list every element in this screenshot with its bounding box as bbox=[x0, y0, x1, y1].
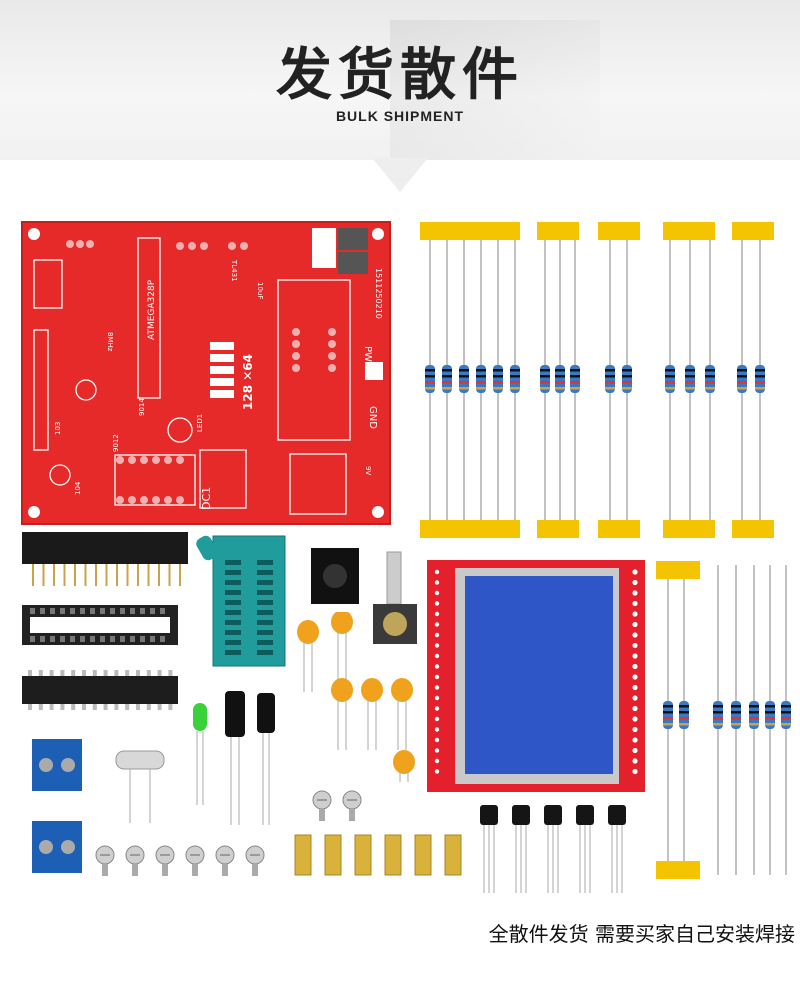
pcb-label-8mhz: 8MHz bbox=[106, 332, 114, 352]
screw-2 bbox=[125, 845, 145, 876]
pcb-label-104: 104 bbox=[74, 481, 82, 495]
pcb-label-9014: 9014 bbox=[138, 398, 146, 416]
led-and-capacitors bbox=[193, 691, 275, 825]
resistor-14 bbox=[705, 365, 715, 393]
screw-5 bbox=[215, 845, 235, 876]
pcb-label-103: 103 bbox=[54, 422, 62, 435]
resistor-9 bbox=[570, 365, 580, 393]
standoff-3 bbox=[354, 834, 372, 876]
ceramic-capacitor-3 bbox=[331, 678, 353, 750]
resistor-8 bbox=[555, 365, 565, 393]
resistor-group-1 bbox=[420, 222, 520, 538]
resistor-1 bbox=[425, 365, 435, 393]
page-title: 发货散件 bbox=[276, 43, 524, 108]
header-shadow bbox=[390, 20, 600, 160]
transistors bbox=[480, 805, 626, 893]
transistor-2 bbox=[512, 805, 530, 893]
pcb-label-mcu: ATMEGA328P bbox=[147, 279, 157, 340]
header-notch bbox=[372, 158, 428, 192]
resistor-16 bbox=[755, 365, 765, 393]
zif-socket bbox=[196, 535, 286, 667]
resistor-12 bbox=[665, 365, 675, 393]
resistor-11 bbox=[622, 365, 632, 393]
screw-1 bbox=[95, 845, 115, 876]
pcb-label-dc1: DC1 bbox=[200, 487, 213, 510]
ceramic-capacitor-4 bbox=[361, 678, 383, 750]
screw-7 bbox=[312, 790, 332, 821]
screw-8 bbox=[342, 790, 362, 821]
resistor-lower-2 bbox=[679, 701, 689, 729]
pcb-label-led: LED1 bbox=[196, 414, 204, 432]
terminal-blocks bbox=[32, 739, 82, 873]
header-band bbox=[0, 0, 800, 160]
resistor-lower-6 bbox=[765, 701, 775, 729]
pcb-label-pwm: PWM bbox=[362, 346, 373, 371]
resistor-group-4 bbox=[663, 222, 715, 538]
resistor-group-5 bbox=[732, 222, 774, 538]
resistor-10 bbox=[605, 365, 615, 393]
pcb-board: ATMEGA328P 128 ✕64 PWM GND DC1 LED1 1511… bbox=[21, 221, 391, 525]
resistor-4 bbox=[476, 365, 486, 393]
screws-and-standoffs bbox=[95, 790, 462, 876]
ceramic-capacitor-2 bbox=[331, 612, 353, 682]
transistor-3 bbox=[544, 805, 562, 893]
pcb-label-10uf: 10uF bbox=[256, 282, 264, 299]
standoff-1 bbox=[294, 834, 312, 876]
resistor-strips-lower bbox=[656, 561, 791, 879]
resistor-strips bbox=[420, 222, 774, 538]
page-subtitle: BULK SHIPMENT bbox=[335, 108, 465, 124]
screw-6 bbox=[245, 845, 265, 876]
resistor-15 bbox=[737, 365, 747, 393]
ceramic-capacitors bbox=[297, 612, 415, 782]
dc-jack bbox=[311, 548, 359, 604]
resistor-lower-1 bbox=[663, 701, 673, 729]
transistor-5 bbox=[608, 805, 626, 893]
resistor-7 bbox=[540, 365, 550, 393]
ic-socket bbox=[22, 605, 178, 645]
resistor-lower-4 bbox=[731, 701, 741, 729]
resistor-2 bbox=[442, 365, 452, 393]
resistor-6 bbox=[510, 365, 520, 393]
resistor-group-2 bbox=[537, 222, 579, 538]
lcd-module bbox=[427, 560, 645, 792]
ceramic-capacitor-5 bbox=[391, 678, 413, 750]
resistor-lower-5 bbox=[749, 701, 759, 729]
ceramic-capacitor-6 bbox=[393, 750, 415, 782]
caption-text: 全散件发货 需要买家自己安装焊接 bbox=[488, 922, 795, 946]
atmega-chip bbox=[22, 670, 178, 710]
ceramic-capacitor-1 bbox=[297, 620, 319, 692]
pcb-label-9012: 9012 bbox=[112, 434, 120, 452]
screw-4 bbox=[185, 845, 205, 876]
resistor-lower-7 bbox=[781, 701, 791, 729]
screw-3 bbox=[155, 845, 175, 876]
rotary-encoder bbox=[373, 551, 417, 644]
standoff-6 bbox=[444, 834, 462, 876]
pcb-label-gnd: GND bbox=[367, 406, 378, 429]
resistor-5 bbox=[493, 365, 503, 393]
standoff-2 bbox=[324, 834, 342, 876]
standoff-5 bbox=[414, 834, 432, 876]
transistor-1 bbox=[480, 805, 498, 893]
pcb-label-serial: 1511250210 bbox=[374, 268, 383, 319]
resistor-3 bbox=[459, 365, 469, 393]
resistor-group-3 bbox=[598, 222, 640, 538]
crystal-oscillator bbox=[115, 750, 165, 823]
pin-header bbox=[22, 532, 188, 586]
resistor-13 bbox=[685, 365, 695, 393]
transistor-4 bbox=[576, 805, 594, 893]
pcb-label-tl431: TL431 bbox=[230, 259, 238, 282]
pcb-label-lcd: 128 ✕64 bbox=[241, 354, 255, 410]
lcd-screen bbox=[465, 576, 613, 774]
standoff-4 bbox=[384, 834, 402, 876]
resistor-lower-3 bbox=[713, 701, 723, 729]
pcb-label-9v: 9V bbox=[364, 466, 372, 475]
